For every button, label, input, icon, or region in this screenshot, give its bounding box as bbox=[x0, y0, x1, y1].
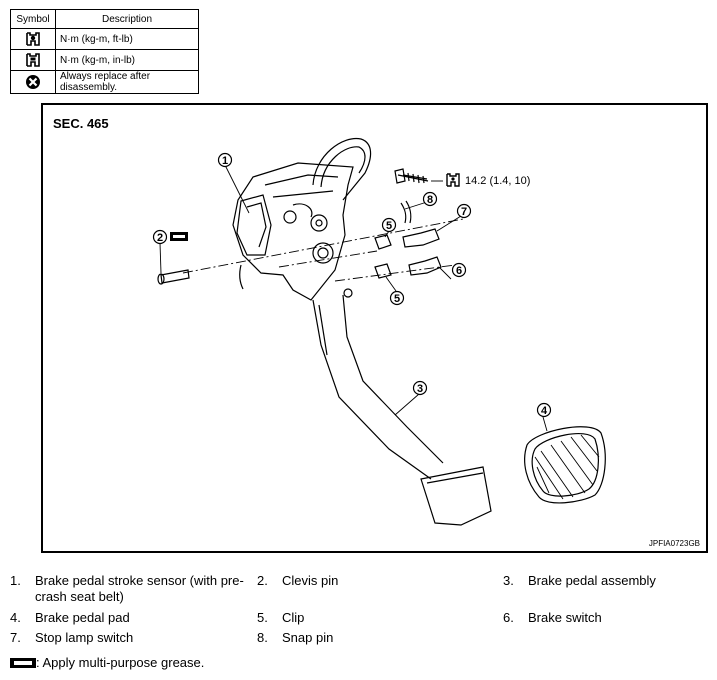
legend-text: Stop lamp switch bbox=[35, 630, 134, 645]
symbol-description: Always replace after disassembly. bbox=[55, 70, 199, 94]
legend-number: 4. bbox=[10, 610, 21, 625]
svg-text:8: 8 bbox=[427, 194, 433, 206]
legend-number: 7. bbox=[10, 630, 21, 645]
svg-text:5: 5 bbox=[394, 293, 400, 305]
torque-spec-value: 14.2 (1.4, 10) bbox=[465, 175, 530, 187]
svg-text:3: 3 bbox=[417, 383, 423, 395]
callout-5-upper: 5 bbox=[381, 217, 397, 233]
svg-text:2: 2 bbox=[157, 232, 163, 244]
callout-5-lower: 5 bbox=[389, 290, 405, 306]
always-replace-icon bbox=[26, 75, 40, 89]
callout-6: 6 bbox=[451, 262, 467, 278]
legend-text: Brake pedal pad bbox=[35, 610, 130, 625]
symbol-row: N·m (kg-m, in-lb) bbox=[10, 49, 199, 71]
callout-1: 1 bbox=[217, 152, 233, 168]
symbol-description: N·m (kg-m, in-lb) bbox=[55, 49, 199, 71]
legend-text: Brake pedal assembly bbox=[528, 573, 656, 588]
grease-note-text: : Apply multi-purpose grease. bbox=[36, 655, 205, 670]
figure-code: JPFIA0723GB bbox=[648, 539, 700, 548]
callout-4: 4 bbox=[536, 402, 552, 418]
svg-text:4: 4 bbox=[541, 405, 548, 417]
legend-number: 8. bbox=[257, 630, 268, 645]
diagram-frame: SEC. 465 bbox=[41, 103, 708, 553]
legend-text: Snap pin bbox=[282, 630, 334, 645]
svg-text:7: 7 bbox=[461, 206, 467, 218]
symbol-header: Symbol bbox=[10, 9, 56, 29]
legend-text: Brake switch bbox=[528, 610, 602, 625]
callout-7: 7 bbox=[456, 203, 472, 219]
grease-icon bbox=[170, 232, 188, 241]
grease-icon bbox=[10, 658, 36, 668]
svg-text:5: 5 bbox=[386, 220, 392, 232]
description-header: Description bbox=[55, 9, 199, 29]
symbol-table-header: Symbol Description bbox=[10, 9, 199, 29]
callout-2: 2 bbox=[152, 229, 168, 245]
legend-number: 3. bbox=[503, 573, 514, 588]
svg-text:1: 1 bbox=[222, 155, 228, 167]
legend-number: 2. bbox=[257, 573, 268, 588]
symbol-table: Symbol Description N·m (kg-m, ft-lb) N·m… bbox=[10, 9, 199, 94]
legend-number: 6. bbox=[503, 610, 514, 625]
symbol-row: Always replace after disassembly. bbox=[10, 70, 199, 94]
legend-text: Clevis pin bbox=[282, 573, 339, 588]
symbol-row: N·m (kg-m, ft-lb) bbox=[10, 28, 199, 50]
callout-8: 8 bbox=[422, 191, 438, 207]
callout-3: 3 bbox=[412, 380, 428, 396]
legend-text: Clip bbox=[282, 610, 305, 625]
torque-wrench-in-lb-icon bbox=[26, 53, 40, 67]
legend-text: Brake pedal stroke sensor (with pre-cras… bbox=[35, 573, 244, 604]
legend-number: 5. bbox=[257, 610, 268, 625]
brake-pedal-diagram: 1 2 3 4 5 5 6 7 bbox=[152, 137, 606, 526]
svg-text:6: 6 bbox=[456, 265, 462, 277]
section-label: SEC. 465 bbox=[53, 116, 109, 131]
legend-number: 1. bbox=[10, 573, 21, 588]
symbol-description: N·m (kg-m, ft-lb) bbox=[55, 28, 199, 50]
torque-spec: 14.2 (1.4, 10) bbox=[446, 173, 530, 187]
torque-wrench-ft-lb-icon bbox=[26, 32, 40, 46]
grease-note: : Apply multi-purpose grease. bbox=[10, 655, 204, 671]
